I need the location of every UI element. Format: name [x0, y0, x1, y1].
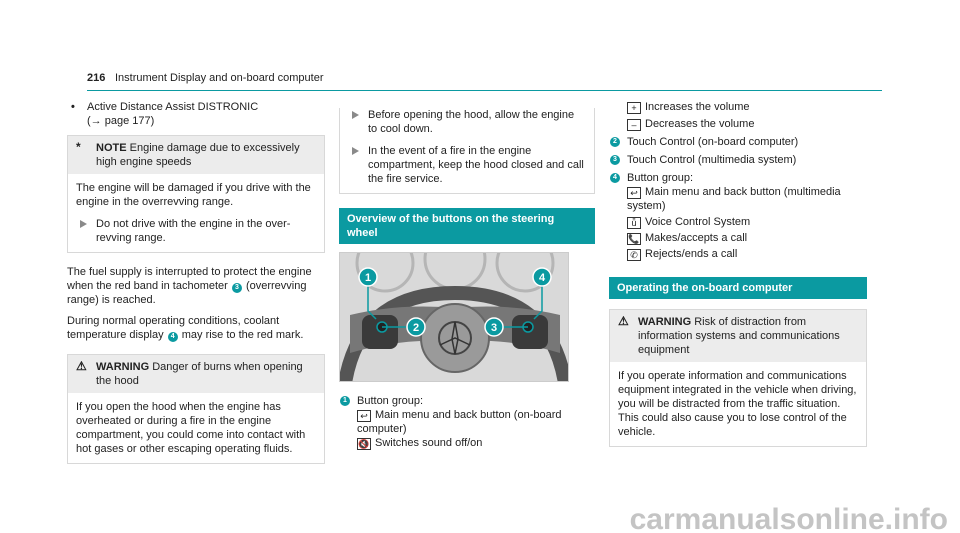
note-label: NOTE [96, 142, 127, 154]
column-left: Active Distance Assist DISTRONIC (→ page… [67, 100, 325, 476]
warning-label: WARNING [96, 361, 150, 373]
warning-header: ⚠ WARNING Risk of distraction from infor… [610, 310, 866, 362]
legend-item-2: 2 Touch Control (on-board computer) [609, 135, 867, 149]
back-icon: ↩ [357, 410, 371, 422]
paragraph: During normal operating conditions, cool… [67, 315, 304, 342]
note-box: * NOTE Engine damage due to excessively … [67, 135, 325, 253]
step-item: In the event of a fire in the engine com… [348, 144, 586, 186]
callout-number: 4 [610, 173, 620, 183]
callout-number: 4 [167, 332, 178, 342]
warning-box: ⚠ WARNING Risk of distraction from infor… [609, 309, 867, 447]
page-header: 216 Instrument Display and on-board comp… [87, 71, 882, 91]
callout-number: 1 [340, 396, 350, 406]
figure-label-4: 4 [539, 272, 546, 284]
warning-box: ⚠ WARNING Danger of burns when opening t… [67, 354, 325, 464]
mute-icon: 🔇 [357, 438, 371, 450]
phone-reject-icon: ✆ [627, 249, 641, 261]
back-icon: ↩ [627, 187, 641, 199]
step-item: Before opening the hood, allow the engin… [348, 108, 586, 136]
warning-header: ⚠ WARNING Danger of burns when opening t… [68, 355, 324, 393]
warning-icon: ⚠ [618, 314, 629, 328]
steering-wheel-illustration: 1 2 3 4 [340, 253, 568, 381]
watermark: carmanualsonline.info [629, 503, 948, 533]
callout-number: 2 [610, 137, 620, 147]
warning-icon: ⚠ [76, 359, 87, 373]
minus-icon: – [627, 119, 641, 131]
page-title: Instrument Display and on-board computer [115, 72, 324, 84]
plus-icon: + [627, 102, 641, 114]
page-link[interactable]: (→ page 177) [87, 115, 155, 127]
steps-box: Before opening the hood, allow the engin… [339, 108, 595, 194]
warning-heading: Risk of distraction from information sys… [638, 316, 840, 356]
warning-heading: Danger of burns when opening the hood [96, 361, 303, 387]
page-number: 216 [87, 72, 106, 84]
list-item: Active Distance Assist DISTRONIC (→ page… [67, 100, 325, 128]
legend-item-4: 4 Button group: ↩Main menu and back butt… [609, 171, 867, 261]
warning-body: If you open the hood when the engine has… [76, 401, 306, 455]
steering-wheel-figure: 1 2 3 4 [339, 252, 569, 382]
section-title: Overview of the buttons on the steering … [339, 208, 595, 244]
figure-label-1: 1 [365, 272, 371, 284]
voice-control-icon: ǚ [627, 217, 641, 229]
paragraph: The fuel supply is interrupted to protec… [67, 266, 312, 306]
step-item: Do not drive with the engine in the over… [76, 217, 316, 245]
phone-accept-icon: 📞 [627, 233, 641, 245]
section-title: Operating the on-board computer [609, 277, 867, 299]
warning-label: WARNING [638, 316, 692, 328]
callout-number: 3 [231, 283, 242, 293]
figure-label-3: 3 [491, 322, 497, 334]
note-body: The engine will be damaged if you drive … [76, 182, 311, 208]
note-icon: * [76, 140, 81, 154]
callout-number: 3 [610, 155, 620, 165]
figure-label-2: 2 [413, 322, 419, 334]
warning-body: If you operate information and communica… [618, 370, 857, 438]
column-right: +Increases the volume –Decreases the vol… [609, 100, 867, 459]
note-header: * NOTE Engine damage due to excessively … [68, 136, 324, 174]
column-middle: Before opening the hood, allow the engin… [339, 100, 595, 450]
legend-item-3: 3 Touch Control (multimedia system) [609, 153, 867, 167]
note-heading: Engine damage due to excessively high en… [96, 142, 300, 168]
legend-item-1: 1 Button group: ↩Main menu and back butt… [339, 394, 595, 450]
